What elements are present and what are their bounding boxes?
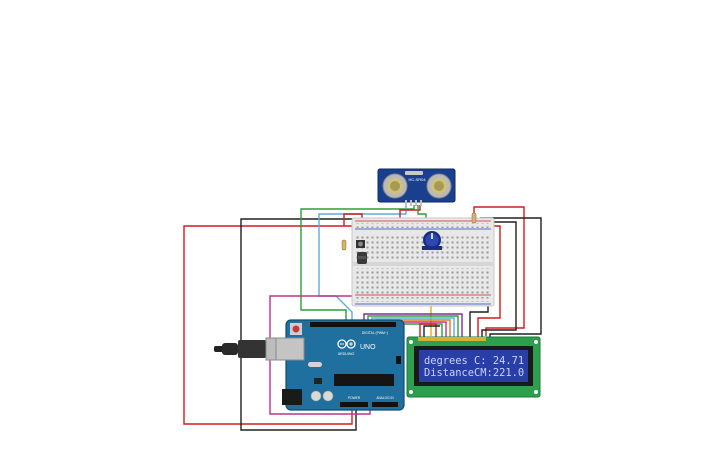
wire-purple-digital[interactable] [363,313,463,338]
lcd-16x2[interactable]: degrees C: 24.71 DistanceCM:221.0 [406,336,541,398]
capacitor-1 [310,390,322,402]
usb-chip [314,378,322,384]
wire-black-right-inner[interactable] [481,221,517,338]
breadboard-components [341,212,477,264]
wire-green-top[interactable] [300,205,415,324]
digital-header-label: DIGITAL (PWM~) [362,331,388,335]
lcd-line-2: DistanceCM:221.0 [424,367,524,379]
transducer-right [426,173,452,199]
ultrasonic-sensor[interactable]: HC-SR04 [377,168,456,206]
transducer-left [382,173,408,199]
infinity-icon [337,339,356,349]
wire-green-digital-2[interactable] [388,323,443,338]
analog-header-label: ANALOG IN [376,396,394,400]
power-header [340,402,368,407]
wire-red-lcd[interactable] [419,323,437,338]
wire-black-right[interactable] [480,217,542,338]
resistor-right[interactable] [471,212,477,224]
temperature-sensor[interactable] [357,252,367,264]
wire-black-lcd[interactable] [423,325,440,338]
capacitor-2 [322,390,334,402]
potentiometer[interactable] [422,231,442,250]
microcontroller-chip [334,374,394,386]
lcd-screen [419,350,528,382]
breadboard[interactable] [351,217,495,307]
pushbutton[interactable] [356,240,365,248]
lcd-line-1: degrees C: 24.71 [424,355,524,367]
arduino-uno[interactable]: DIGITAL (PWM~) ARDUINO UNO POWER ANALOG … [214,319,405,411]
power-jack [282,389,302,405]
resistor-left[interactable] [341,239,347,251]
wire-red-right-inner[interactable] [477,225,501,338]
board-name: UNO [360,344,376,351]
power-header-label: POWER [348,396,361,400]
reset-button[interactable] [290,323,302,335]
crystal [308,362,322,367]
sensor-label: HC-SR04 [408,177,426,182]
lcd-pin-header [418,337,486,341]
analog-header [372,402,398,407]
board-brand: ARDUINO [338,352,355,356]
digital-header [310,322,396,327]
wire-red-left-loop[interactable] [183,225,362,425]
icsp-header [396,356,401,364]
wire-black-left-loop[interactable] [240,218,362,431]
usb-jack [275,337,305,361]
